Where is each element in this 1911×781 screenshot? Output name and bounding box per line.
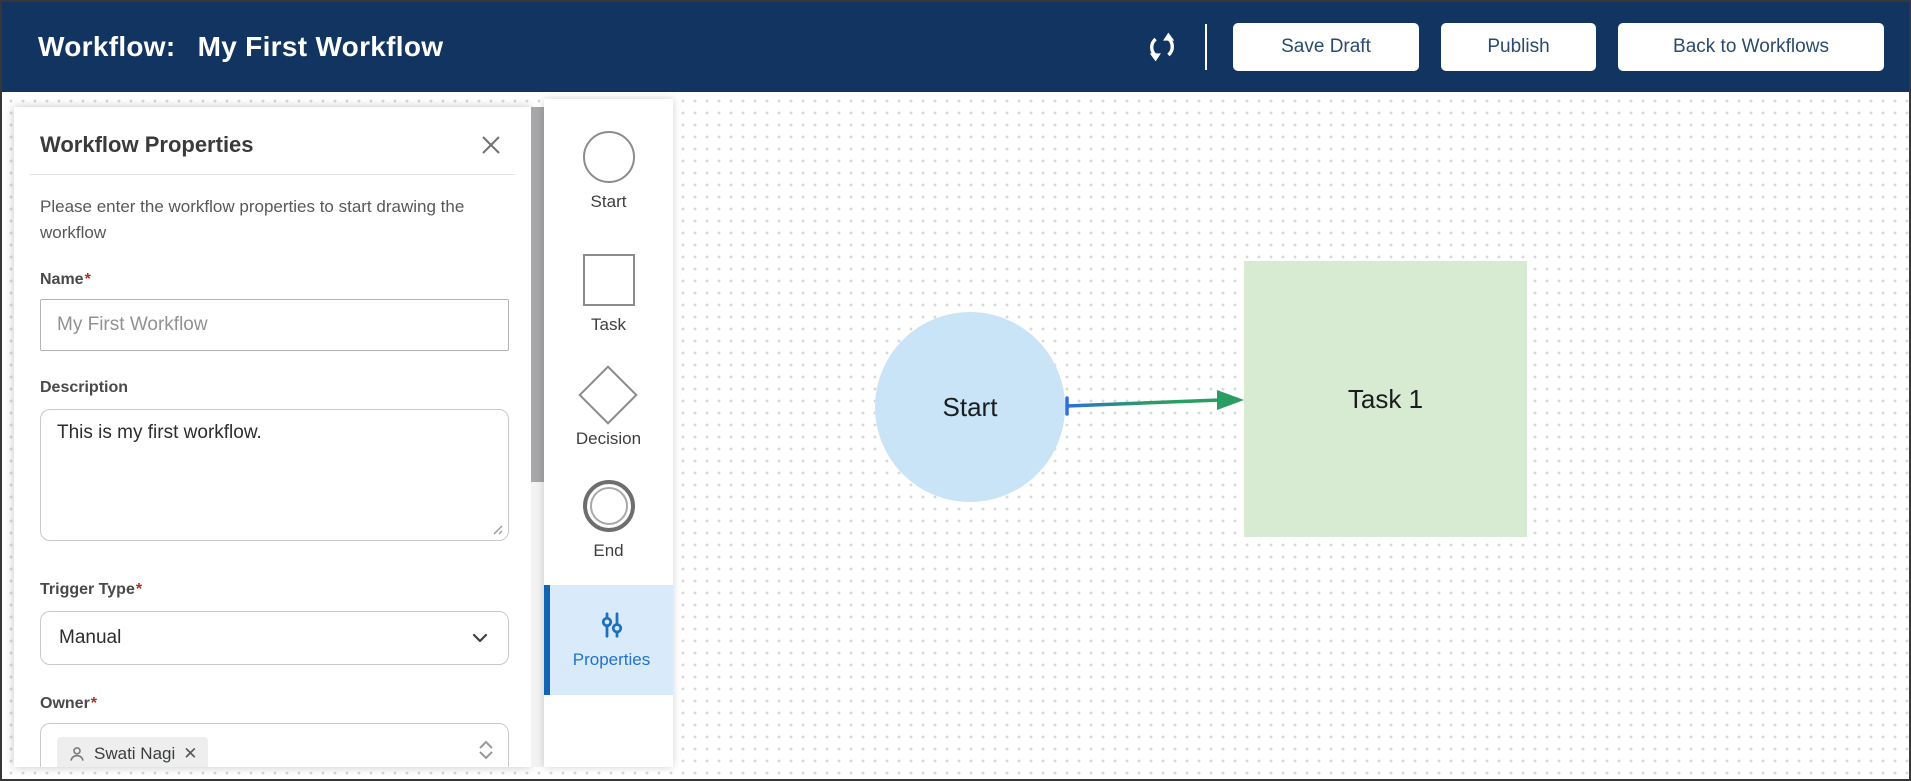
owner-stepper[interactable] bbox=[478, 739, 494, 761]
trigger-type-value: Manual bbox=[59, 627, 122, 648]
chevron-up-icon bbox=[479, 740, 493, 749]
back-to-workflows-button[interactable]: Back to Workflows bbox=[1618, 23, 1884, 71]
task-node[interactable]: Task 1 bbox=[1244, 261, 1527, 537]
sliders-icon bbox=[601, 612, 622, 638]
edge-arrow[interactable] bbox=[1060, 388, 1246, 416]
start-node[interactable]: Start bbox=[875, 312, 1065, 502]
palette-item-start[interactable]: Start bbox=[582, 131, 635, 212]
chevron-down-icon bbox=[479, 751, 493, 760]
decision-shape-icon bbox=[578, 365, 639, 425]
workflow-properties-panel: Workflow Properties Please enter the wor… bbox=[14, 107, 531, 767]
palette-item-task[interactable]: Task bbox=[582, 254, 635, 335]
palette-item-label: Start bbox=[590, 192, 627, 211]
sync-icon[interactable] bbox=[1145, 30, 1179, 64]
palette-tab-properties[interactable]: Properties bbox=[544, 585, 673, 695]
chip-remove-icon[interactable]: ✕ bbox=[183, 744, 198, 763]
owner-field[interactable]: Swati Nagi ✕ bbox=[40, 723, 509, 767]
name-label: Name* bbox=[40, 271, 91, 288]
save-draft-button[interactable]: Save Draft bbox=[1233, 23, 1419, 71]
panel-intro-text: Please enter the workflow properties to … bbox=[40, 197, 465, 242]
end-shape-icon bbox=[582, 480, 635, 532]
publish-button[interactable]: Publish bbox=[1441, 23, 1596, 71]
owner-chip: Swati Nagi ✕ bbox=[57, 737, 208, 767]
trigger-type-label: Trigger Type* bbox=[40, 581, 143, 598]
description-textarea[interactable]: This is my first workflow. bbox=[40, 409, 509, 541]
palette-item-label: Task bbox=[591, 315, 626, 334]
palette-item-label: End bbox=[593, 541, 624, 560]
workflow-title-label: Workflow: bbox=[38, 31, 176, 62]
close-icon[interactable] bbox=[477, 131, 505, 159]
trigger-type-select[interactable]: Manual bbox=[40, 611, 509, 665]
palette-item-end[interactable]: End bbox=[582, 480, 635, 561]
panel-title: Workflow Properties bbox=[40, 132, 254, 157]
page-title: Workflow: My First Workflow bbox=[38, 31, 443, 63]
end-shape-inner-ring bbox=[589, 487, 628, 525]
palette-item-decision[interactable]: Decision bbox=[576, 365, 641, 449]
scrollbar-thumb[interactable] bbox=[531, 107, 544, 482]
app-header: Workflow: My First Workflow Save Draft P… bbox=[2, 2, 1909, 92]
required-asterisk: * bbox=[84, 271, 91, 288]
properties-tab-label: Properties bbox=[572, 650, 651, 669]
header-divider bbox=[1205, 24, 1207, 70]
owner-label: Owner* bbox=[40, 695, 98, 712]
header-actions: Save Draft Publish Back to Workflows bbox=[1145, 23, 1884, 71]
user-icon bbox=[70, 746, 84, 761]
resize-handle-icon[interactable] bbox=[491, 523, 503, 535]
description-label: Description bbox=[40, 379, 129, 396]
shape-palette: Start Task Decision End Properties bbox=[544, 99, 673, 767]
task-shape-icon bbox=[582, 254, 635, 306]
required-asterisk: * bbox=[90, 695, 98, 712]
palette-item-label: Decision bbox=[575, 429, 642, 448]
name-input[interactable] bbox=[40, 299, 509, 351]
owner-chip-label: Swati Nagi bbox=[94, 743, 176, 763]
panel-divider bbox=[30, 174, 515, 175]
required-asterisk: * bbox=[135, 581, 143, 598]
workflow-name: My First Workflow bbox=[197, 31, 444, 62]
panel-scrollbar bbox=[531, 107, 544, 767]
start-shape-icon bbox=[582, 131, 635, 183]
chevron-down-icon bbox=[472, 633, 488, 643]
